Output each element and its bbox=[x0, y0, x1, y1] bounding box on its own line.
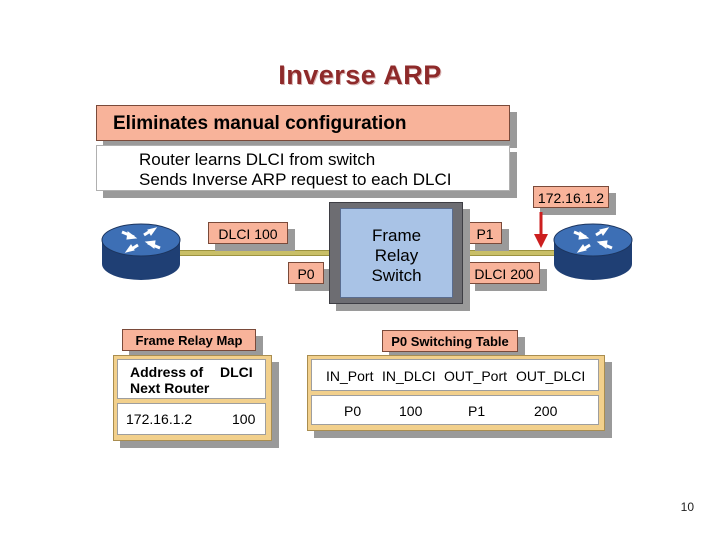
p0-label: P0 bbox=[288, 262, 324, 284]
frame-relay-map-row: 172.16.1.2 100 bbox=[117, 403, 266, 435]
switch-cell-in-port: P0 bbox=[344, 403, 362, 419]
switch-line-3: Switch bbox=[371, 266, 422, 285]
left-router-icon bbox=[101, 223, 181, 280]
banner: Eliminates manual configuration bbox=[96, 105, 510, 141]
switch-cell-out-port: P1 bbox=[468, 403, 486, 419]
switching-table-row: P0 100 P1 200 bbox=[311, 395, 599, 425]
dlci-100-label: DLCI 100 bbox=[208, 222, 288, 244]
frame-relay-map-header: Address of Next Router DLCI bbox=[117, 359, 266, 399]
switch-cell-in-dlci: 100 bbox=[399, 403, 423, 419]
map-cell-address: 172.16.1.2 bbox=[126, 411, 193, 427]
info-line-2: Sends Inverse ARP request to each DLCI bbox=[139, 170, 452, 189]
remote-ip-label: 172.16.1.2 bbox=[533, 186, 609, 208]
link-right bbox=[462, 250, 554, 256]
switching-table-title: P0 Switching Table bbox=[382, 330, 518, 352]
switch-header-in-dlci: IN_DLCI bbox=[382, 368, 436, 384]
map-header-address: Address of Next Router bbox=[130, 364, 210, 396]
page-title: Inverse ARP bbox=[278, 60, 442, 90]
page-number: 10 bbox=[680, 500, 694, 514]
switch-cell-out-dlci: 200 bbox=[534, 403, 558, 419]
info-box: Router learns DLCI from switch Sends Inv… bbox=[96, 145, 510, 191]
switching-table-header: IN_Port IN_DLCI OUT_Port OUT_DLCI bbox=[311, 359, 599, 391]
switch-line-2: Relay bbox=[374, 246, 419, 265]
switch-header-in-port: IN_Port bbox=[326, 368, 374, 384]
right-router-icon bbox=[553, 223, 633, 280]
frame-relay-map-title: Frame Relay Map bbox=[122, 329, 256, 351]
switch-header-out-dlci: OUT_DLCI bbox=[516, 368, 586, 384]
switch-line-1: Frame bbox=[371, 226, 422, 245]
info-line-1: Router learns DLCI from switch bbox=[139, 150, 376, 169]
p1-label: P1 bbox=[468, 222, 502, 244]
switch-header-out-port: OUT_Port bbox=[444, 368, 508, 384]
map-cell-dlci: 100 bbox=[232, 411, 256, 427]
down-arrow-icon bbox=[534, 212, 548, 248]
link-left bbox=[168, 250, 330, 256]
switch-label: Frame Relay Switch bbox=[340, 208, 453, 298]
dlci-200-label: DLCI 200 bbox=[468, 262, 540, 284]
map-header-dlci: DLCI bbox=[220, 364, 253, 380]
